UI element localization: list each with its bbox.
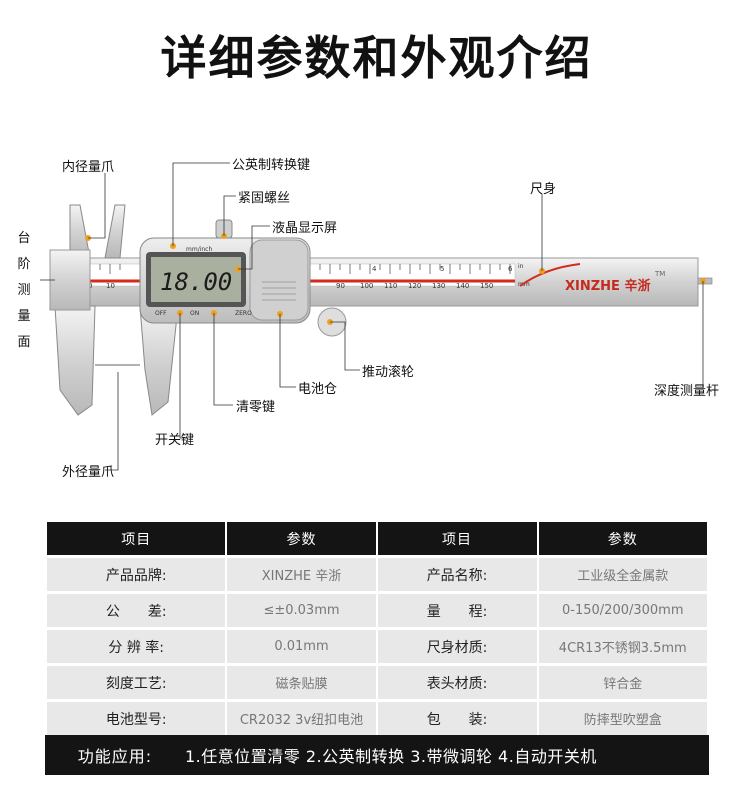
scale-num-120: 120 xyxy=(408,282,421,290)
callout-lcd: 液晶显示屏 xyxy=(272,221,338,236)
step-label-char: 量 xyxy=(17,309,31,324)
scale-num-130: 130 xyxy=(432,282,445,290)
inch-mark-6: 6 xyxy=(508,265,513,273)
table-row: 公 差: ≤±0.03mm 量 程: 0-150/200/300mm xyxy=(47,594,707,627)
off-text: OFF xyxy=(155,310,167,317)
caliper-diagram: 0 10 90 100 110 120 130 140 150 4 5 6 in… xyxy=(0,140,753,500)
step-label-char: 测 xyxy=(17,283,31,298)
scale-ticks xyxy=(89,264,511,274)
scale-num-150: 150 xyxy=(480,282,493,290)
battery-cover xyxy=(249,239,309,321)
scale-num-90: 90 xyxy=(336,282,345,290)
callout-power-key: 开关键 xyxy=(155,433,195,448)
cell-key: 量 程: xyxy=(377,594,537,627)
step-label-char: 阶 xyxy=(17,257,31,272)
cell-key: 包 装: xyxy=(377,702,537,735)
cell-key: 表头材质: xyxy=(377,666,537,699)
inch-mark-4: 4 xyxy=(372,265,377,273)
header-param-2: 参数 xyxy=(538,522,707,555)
function-label: 功能应用: xyxy=(77,747,153,766)
inner-jaw-slide xyxy=(104,204,126,259)
jaw-block xyxy=(49,249,91,311)
spec-table: 项目 参数 项目 参数 产品品牌: XINZHE 辛浙 产品名称: 工业级全金属… xyxy=(45,519,709,738)
cell-key: 尺身材质: xyxy=(377,630,537,663)
unit-text: mm/inch xyxy=(186,246,212,253)
cell-key: 刻度工艺: xyxy=(47,666,226,699)
table-row: 分 辨 率: 0.01mm 尺身材质: 4CR13不锈钢3.5mm xyxy=(47,630,707,663)
function-value: 1.任意位置清零 2.公英制转换 3.带微调轮 4.自动开关机 xyxy=(185,747,597,766)
cell-value: 防摔型吹塑盒 xyxy=(538,702,707,735)
scale-num-140: 140 xyxy=(456,282,469,290)
callout-thumb-roller: 推动滚轮 xyxy=(362,365,415,380)
step-label: 台 阶 测 量 面 xyxy=(14,226,34,356)
callout-ruler-body: 尺身 xyxy=(530,182,557,197)
table-row: 产品品牌: XINZHE 辛浙 产品名称: 工业级全金属款 xyxy=(47,558,707,591)
cell-key: 产品名称: xyxy=(377,558,537,591)
callout-lock-screw: 紧固螺丝 xyxy=(238,191,291,206)
cell-value: 锌合金 xyxy=(538,666,707,699)
step-label-char: 台 xyxy=(17,231,31,246)
header-param-1: 参数 xyxy=(227,522,376,555)
cell-value: 工业级全金属款 xyxy=(538,558,707,591)
lcd-screen xyxy=(151,257,241,302)
lcd-reading: 18.00 xyxy=(160,268,232,296)
caliper-illustration: 0 10 90 100 110 120 130 140 150 4 5 6 in… xyxy=(40,162,713,471)
callout-outer-jaw: 外径量爪 xyxy=(62,465,115,480)
step-label-char: 面 xyxy=(17,335,31,350)
scale-num-100: 100 xyxy=(360,282,373,290)
table-header-row: 项目 参数 项目 参数 xyxy=(47,522,707,555)
scale-num-10: 10 xyxy=(106,282,115,290)
cell-key: 电池型号: xyxy=(47,702,226,735)
cell-value: CR2032 3v纽扣电池 xyxy=(227,702,376,735)
outer-jaw-fixed xyxy=(54,305,96,416)
scale-num-110: 110 xyxy=(384,282,397,290)
cell-value: 磁条贴膜 xyxy=(227,666,376,699)
header-item-2: 项目 xyxy=(377,522,537,555)
header-item-1: 项目 xyxy=(47,522,226,555)
brand-swoosh xyxy=(519,263,581,287)
cell-value: 0-150/200/300mm xyxy=(538,594,707,627)
cell-key: 分 辨 率: xyxy=(47,630,226,663)
brand-logo: XINZHE 辛浙 xyxy=(565,278,650,294)
brand-tm: TM xyxy=(654,270,665,278)
on-text: ON xyxy=(190,310,199,317)
cell-key: 产品品牌: xyxy=(47,558,226,591)
callout-zero-key: 清零键 xyxy=(236,400,276,415)
cell-value: XINZHE 辛浙 xyxy=(227,558,376,591)
table-row: 电池型号: CR2032 3v纽扣电池 包 装: 防摔型吹塑盒 xyxy=(47,702,707,735)
callout-unit-key: 公英制转换键 xyxy=(232,158,311,173)
inch-mark-5: 5 xyxy=(440,265,444,273)
cell-value: 0.01mm xyxy=(227,630,376,663)
cell-key: 公 差: xyxy=(47,594,226,627)
callout-depth-rod: 深度测量杆 xyxy=(654,384,720,399)
function-bar: 功能应用: 1.任意位置清零 2.公英制转换 3.带微调轮 4.自动开关机 xyxy=(45,735,709,775)
cell-value: ≤±0.03mm xyxy=(227,594,376,627)
page-title: 详细参数和外观介绍 xyxy=(160,31,593,85)
in-label: in xyxy=(518,263,524,270)
zero-text: ZERO xyxy=(235,310,252,317)
callout-battery: 电池仓 xyxy=(298,382,338,397)
cell-value: 4CR13不锈钢3.5mm xyxy=(538,630,707,663)
callout-inner-jaw: 内径量爪 xyxy=(62,160,115,175)
table-row: 刻度工艺: 磁条贴膜 表头材质: 锌合金 xyxy=(47,666,707,699)
